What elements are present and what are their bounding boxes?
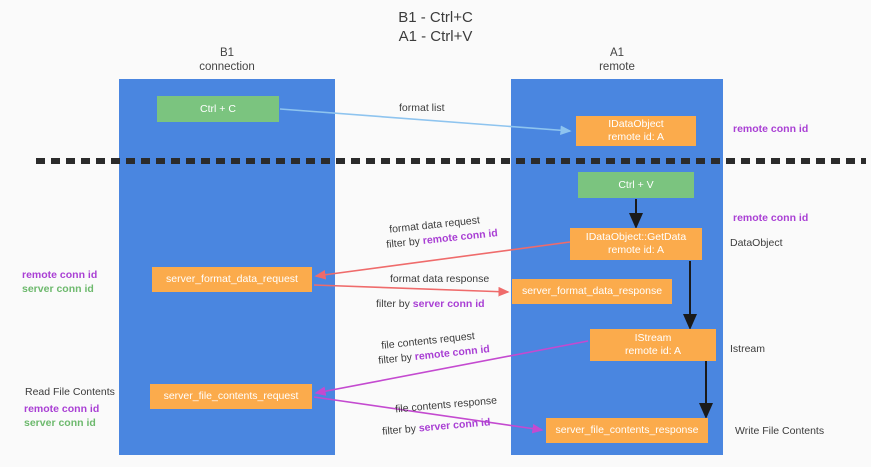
annotation-left-conn-ids-2: remote conn id server conn id — [24, 402, 99, 430]
edge-label-format-list: format list — [399, 102, 445, 114]
node-server-format-data-request-label: server_format_data_request — [166, 273, 298, 285]
node-idataobject[interactable]: IDataObject remote id: A — [576, 116, 696, 146]
edge-label-file-contents-response: file contents response — [394, 394, 498, 416]
node-ctrl-c[interactable]: Ctrl + C — [157, 96, 279, 122]
annotation-left-server-conn-id-2: server conn id — [24, 417, 96, 429]
arrow-format-data-response — [313, 284, 510, 297]
node-server-file-contents-request[interactable]: server_file_contents_request — [150, 384, 312, 409]
node-server-file-contents-response-label: server_file_contents_response — [555, 424, 699, 436]
node-getdata-sub: remote id: A — [607, 244, 665, 256]
node-ctrl-v[interactable]: Ctrl + V — [578, 172, 694, 198]
node-idataobject-label: IDataObject — [608, 118, 664, 130]
node-getdata-label: IDataObject::GetData — [585, 231, 687, 243]
node-ctrl-v-label: Ctrl + V — [618, 178, 654, 191]
filter-prefix: filter by — [376, 298, 413, 310]
node-server-format-data-request[interactable]: server_format_data_request — [152, 267, 312, 292]
edge-label-format-data-response-filter: filter by server conn id — [376, 297, 485, 311]
edge-label-format-data-response: format data response — [390, 273, 490, 285]
filter-prefix: filter by — [381, 422, 420, 438]
node-server-format-data-response-label: server_format_data_response — [521, 285, 663, 297]
annotation-left-server-conn-id-1: server conn id — [22, 283, 94, 295]
node-server-file-contents-request-label: server_file_contents_request — [163, 390, 299, 402]
node-istream-label: IStream — [634, 332, 672, 344]
filter-key-server-conn-id: server conn id — [418, 416, 491, 435]
phase-divider — [36, 158, 866, 164]
lane-header-b1-name: B1 — [219, 47, 235, 59]
title-line-2: A1 - Ctrl+V — [398, 28, 473, 45]
node-idataobject-sub: remote id: A — [607, 131, 665, 143]
annotation-write-file-contents: Write File Contents — [735, 425, 825, 437]
annotation-left-remote-conn-id-1: remote conn id — [22, 269, 98, 281]
node-istream-sub: remote id: A — [624, 345, 682, 357]
annotation-remote-conn-id-mid: remote conn id — [733, 212, 809, 224]
lane-header-a1-role: remote — [599, 61, 635, 73]
annotation-istream: Istream — [730, 343, 766, 355]
lane-header-b1: B1 connection — [119, 46, 335, 74]
edge-label-file-contents-response-filter: filter by server conn id — [382, 415, 491, 438]
filter-prefix: filter by — [377, 351, 416, 367]
annotation-read-file-contents: Read File Contents — [25, 386, 115, 398]
node-server-format-data-response[interactable]: server_format_data_response — [512, 279, 672, 304]
page-title: B1 - Ctrl+C A1 - Ctrl+V — [0, 8, 871, 46]
filter-prefix: filter by — [385, 235, 424, 251]
filter-key-server-conn-id: server conn id — [412, 298, 485, 310]
node-istream[interactable]: IStream remote id: A — [590, 329, 716, 361]
annotation-left-conn-ids-1: remote conn id server conn id — [22, 268, 97, 296]
annotation-remote-conn-id-top: remote conn id — [733, 123, 809, 135]
title-line-1: B1 - Ctrl+C — [398, 9, 473, 26]
lane-header-a1: A1 remote — [511, 46, 723, 74]
node-ctrl-c-label: Ctrl + C — [200, 102, 236, 115]
node-idataobject-getdata[interactable]: IDataObject::GetData remote id: A — [570, 228, 702, 260]
lane-header-a1-name: A1 — [609, 47, 625, 59]
annotation-dataobject: DataObject — [730, 237, 783, 249]
node-server-file-contents-response[interactable]: server_file_contents_response — [546, 418, 708, 443]
annotation-left-remote-conn-id-2: remote conn id — [24, 403, 100, 415]
lane-header-b1-role: connection — [199, 61, 255, 73]
